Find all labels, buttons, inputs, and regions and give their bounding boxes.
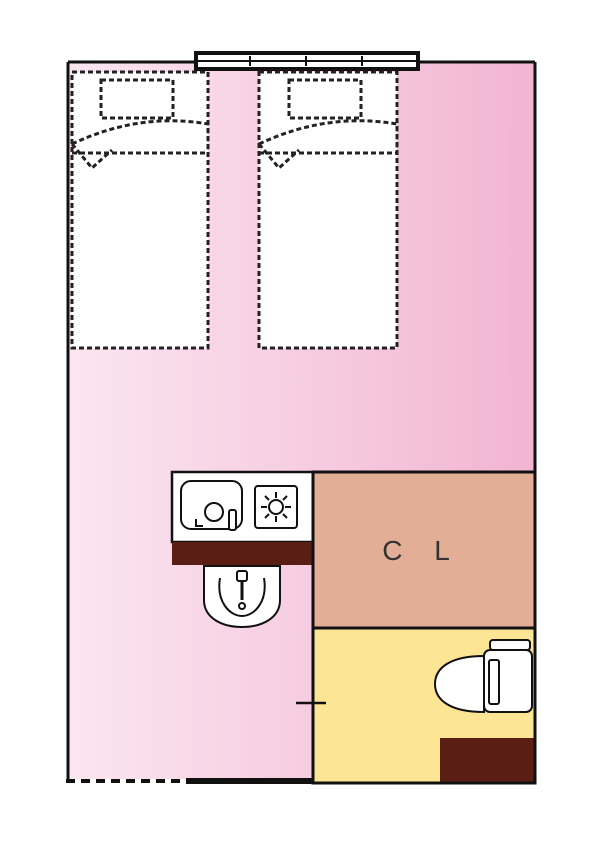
bed-left-duvet [71, 119, 210, 153]
closet-area [311, 470, 537, 630]
toilet-icon [433, 639, 533, 714]
toilet-room-shelf [440, 738, 535, 783]
washbasin-icon [203, 565, 281, 629]
sink-icon [180, 480, 243, 531]
closet-label: C L [382, 535, 462, 566]
burner-icon [254, 485, 298, 529]
bed-left [70, 70, 210, 350]
bed-left-pillow [99, 78, 175, 120]
window [194, 51, 420, 71]
bed-right-duvet [258, 119, 399, 153]
bed-right-pillow [287, 78, 363, 120]
bed-right [257, 70, 399, 350]
